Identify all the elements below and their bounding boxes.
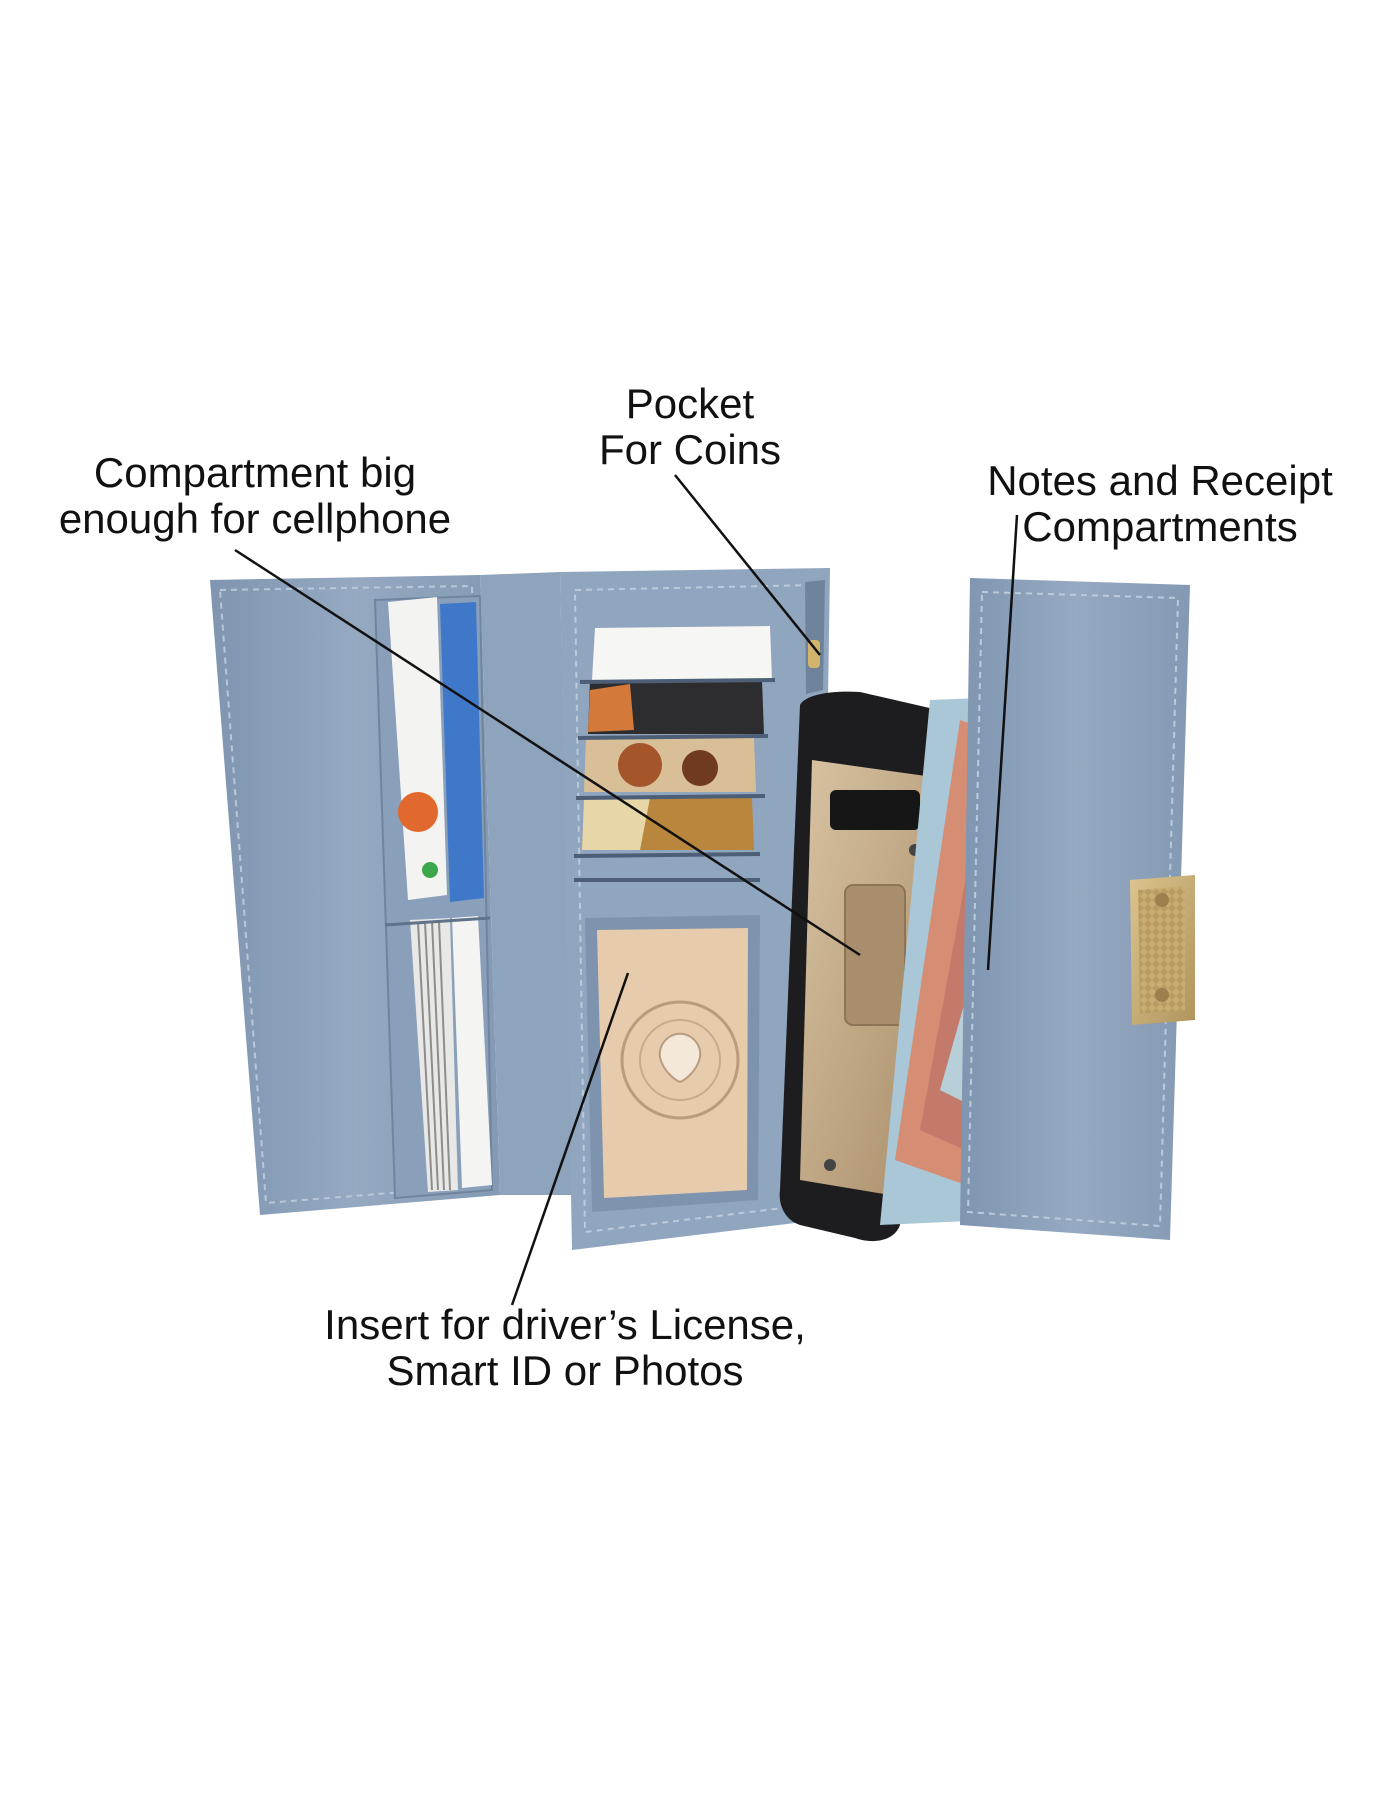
callout-notes-line2: Compartments [1022,503,1298,550]
leader-notes [986,514,1019,971]
white-card [452,916,492,1188]
callout-license: Insert for driver’s License, Smart ID or… [280,1302,850,1394]
callout-coins: Pocket For Coins [560,381,820,473]
callout-license-line2: Smart ID or Photos [386,1347,744,1394]
card-slot-column-left [373,594,494,1200]
magnetic-clasp [1130,875,1195,1025]
card-1 [592,626,772,680]
id-window [585,915,760,1212]
callout-notes-line1: Notes and Receipt [987,457,1333,504]
wallet-right-panel [960,578,1190,1240]
callout-coins-line1: Pocket [625,380,755,427]
card-stack-center [573,626,776,882]
blue-card [440,602,484,902]
leader-license [510,972,630,1306]
callout-cellphone-line2: enough for cellphone [58,495,452,542]
callout-cellphone: Compartment big enough for cellphone [30,450,480,542]
leader-cellphone [234,548,861,957]
callout-coins-line2: For Coins [598,426,782,473]
coin-pocket-zipper [805,580,825,694]
callout-license-line1: Insert for driver’s License, [324,1301,806,1348]
brand-logo [620,1000,740,1120]
callout-cellphone-line1: Compartment big [93,449,417,496]
leader-coins [674,474,821,656]
callout-leaders [234,474,1019,1306]
card-3 [584,738,756,792]
callout-notes: Notes and Receipt Compartments [960,458,1360,550]
